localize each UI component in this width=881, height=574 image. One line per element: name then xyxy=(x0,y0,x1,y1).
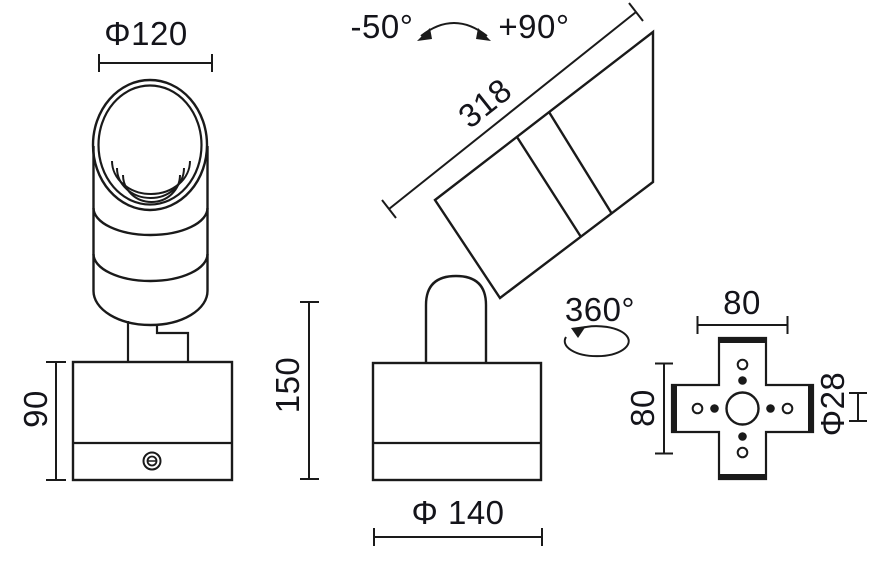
side-head-outline xyxy=(433,29,655,300)
dim-plate-hole-spacing-horizontal: 80 xyxy=(696,284,789,334)
plate-pilot-dots xyxy=(710,376,775,441)
tilt-range-annotation: -50° +90° xyxy=(351,8,570,45)
front-view: Φ120 90 xyxy=(17,15,234,482)
dimension-label: 80 xyxy=(723,284,761,321)
dimension-tick xyxy=(628,2,644,22)
dim-front-head-diameter: Φ120 xyxy=(98,15,213,72)
mount-plate-view: 80 80 Φ28 xyxy=(624,284,867,481)
front-base xyxy=(71,360,234,482)
tilt-arrow-left-icon xyxy=(417,28,432,41)
side-view: 318 -50° +90° 360° 150 Φ 140 xyxy=(269,2,655,546)
dimension-label: 150 xyxy=(269,357,306,414)
side-head-segment-lines xyxy=(515,111,614,238)
rotation-annotation: 360° xyxy=(563,291,635,358)
front-head-inner-rim xyxy=(97,84,203,206)
rotation-arrowhead-icon xyxy=(571,326,586,338)
dimension-tick xyxy=(381,199,397,219)
dim-front-base-height: 90 xyxy=(17,361,66,481)
side-base xyxy=(371,361,543,482)
dim-side-base-diameter: Φ 140 xyxy=(373,494,543,546)
front-lens-rings xyxy=(111,160,191,203)
front-neck xyxy=(126,321,190,362)
front-head-body xyxy=(92,146,209,327)
plate-screw-holes xyxy=(691,358,794,459)
dimension-label: 80 xyxy=(624,389,661,427)
dimension-line xyxy=(388,11,637,210)
tilt-min-label: -50° xyxy=(351,8,414,45)
dimension-label: Φ 140 xyxy=(411,494,504,531)
dimension-label: 318 xyxy=(451,71,518,135)
dim-plate-center-hole: Φ28 xyxy=(814,372,867,437)
dim-side-overall-height: 150 xyxy=(269,301,319,480)
side-pivot-arm xyxy=(424,274,488,363)
tilt-arrow-right-icon xyxy=(476,28,491,41)
front-body-ring-line xyxy=(92,207,209,237)
rotation-arrow xyxy=(563,325,630,358)
rotation-label: 360° xyxy=(565,291,635,328)
front-head-outer-rim xyxy=(91,78,209,212)
plate-end-caps xyxy=(672,338,813,479)
tilt-max-label: +90° xyxy=(498,8,569,45)
dimension-label: 90 xyxy=(17,390,54,428)
plate-center-hole xyxy=(725,391,760,426)
dimension-label: Φ28 xyxy=(814,372,851,437)
dim-plate-hole-spacing-vertical: 80 xyxy=(624,362,673,455)
front-body-ring-line xyxy=(92,253,209,283)
front-base-screw xyxy=(142,451,162,471)
dimension-label: Φ120 xyxy=(104,15,187,52)
